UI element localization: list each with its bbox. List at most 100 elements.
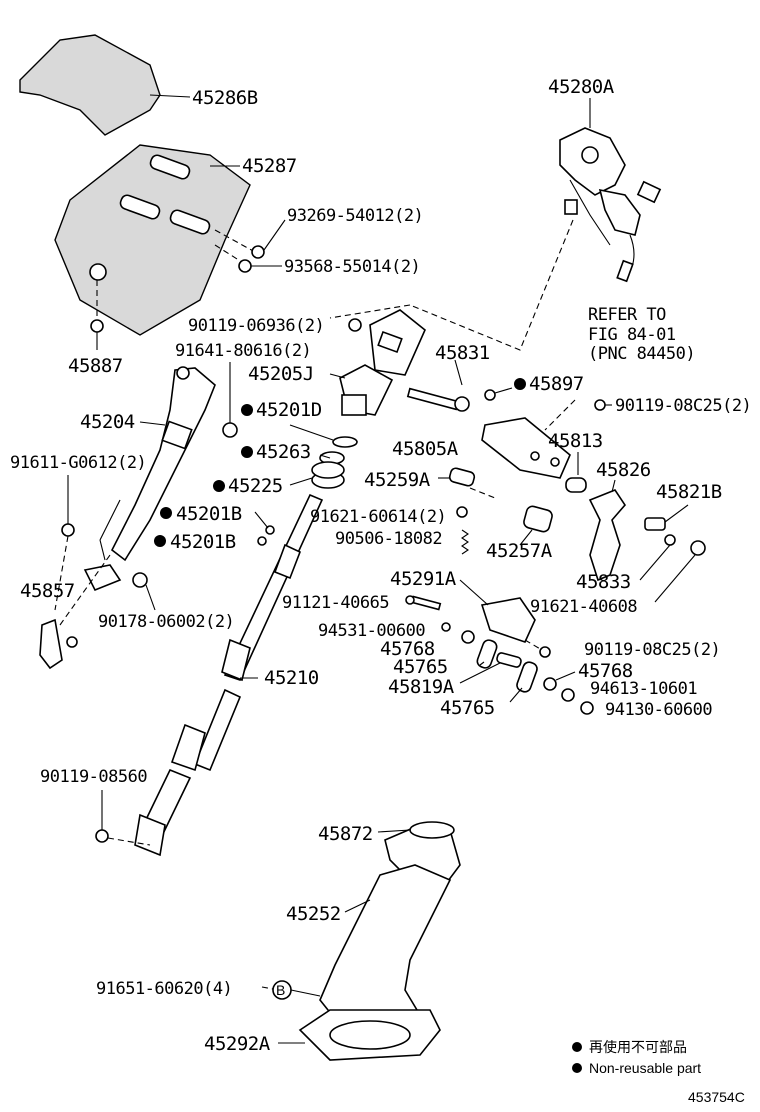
column-cover-upper: [19, 34, 191, 136]
bolt-45831: [406, 359, 470, 412]
link-45765-a: [476, 639, 498, 669]
spring-45821B: [644, 504, 689, 531]
key-cylinder-housing: [329, 309, 426, 416]
label-45210: 45210: [264, 667, 319, 689]
label-45768-b: 45768: [578, 660, 633, 682]
label-45201D: 45201D: [256, 399, 322, 421]
legend-text-en: Non-reusable part: [589, 1060, 701, 1076]
label-45831: 45831: [435, 342, 490, 364]
bushing-45768-b: [543, 671, 576, 691]
washer-94531: [441, 622, 451, 632]
label-45292A: 45292A: [204, 1033, 271, 1055]
label-91611: 91611-G0612(2): [10, 453, 146, 473]
label-90178: 90178-06002(2): [98, 612, 234, 632]
washer-45201D: [289, 424, 358, 448]
nonreusable-dot-45897: [514, 378, 526, 390]
label-91621-40608: 91621-40608: [530, 597, 637, 617]
label-91641: 91641-80616(2): [175, 341, 311, 361]
refer-line-2: FIG 84-01: [588, 325, 676, 345]
pin-45813: [565, 452, 587, 493]
label-90506: 90506-18082: [335, 529, 442, 549]
nut-90178: [132, 572, 156, 611]
nonreusable-dot-45201B-a: [160, 507, 172, 519]
bracket-45857: [39, 554, 111, 670]
nonreusable-dot-45225: [213, 480, 225, 492]
label-45872: 45872: [318, 823, 373, 845]
lever-45826: [588, 479, 627, 582]
boot-45252: [319, 864, 452, 1026]
ignition-switch-assembly: [559, 98, 662, 283]
label-90119-06936: 90119-06936(2): [188, 316, 324, 336]
label-45259A: 45259A: [364, 469, 431, 491]
nonreusable-dot-45263: [241, 446, 253, 458]
bushing-45257A: [519, 505, 553, 546]
nut-45897: [484, 387, 513, 401]
nut-94130: [580, 701, 594, 715]
label-45765-b: 45765: [440, 697, 495, 719]
screw-91651: B: [261, 980, 321, 1000]
label-45897: 45897: [529, 373, 584, 395]
label-45826: 45826: [596, 459, 651, 481]
legend-dot-en: [572, 1063, 582, 1073]
clip-45887: [90, 319, 104, 350]
steering-shaft-45210: [134, 493, 324, 857]
label-90119-08C25-a: 90119-08C25(2): [615, 396, 751, 416]
label-90119-08560: 90119-08560: [40, 767, 147, 787]
label-45287: 45287: [242, 155, 297, 177]
label-93568: 93568-55014(2): [284, 257, 420, 277]
label-90119-08C25-b: 90119-08C25(2): [584, 640, 720, 660]
clip-45201B-a: [254, 511, 275, 535]
label-93269: 93269-54012(2): [287, 206, 423, 226]
bolt-90119-08560: [95, 790, 151, 846]
refer-line-3: (PNC 84450): [588, 344, 695, 364]
label-45819A: 45819A: [388, 676, 455, 698]
label-91621-60614: 91621-60614(2): [310, 507, 446, 527]
figure-code: 453754C: [688, 1089, 745, 1105]
label-45291A: 45291A: [390, 568, 457, 590]
bolt-45833: [639, 534, 676, 581]
screw-93568: [238, 259, 282, 273]
bolt-90119-06936: [348, 318, 362, 332]
legend-dot-jp: [572, 1042, 582, 1052]
spring-90506: [456, 506, 469, 555]
bolt-91121: [405, 595, 442, 611]
column-cover-lower: [54, 144, 256, 336]
bracket-45805A: [481, 417, 571, 479]
bushing-45768-a: [461, 630, 475, 644]
label-45257A: 45257A: [486, 540, 553, 562]
nonreusable-dot-45201D: [241, 404, 253, 416]
bolt-91641: [222, 362, 238, 438]
label-91121: 91121-40665: [282, 593, 389, 613]
label-45805A: 45805A: [392, 438, 459, 460]
label-91651: 91651-60620(4): [96, 979, 232, 999]
label-45821B: 45821B: [656, 481, 722, 503]
label-45225: 45225: [228, 475, 283, 497]
label-45857: 45857: [20, 580, 75, 602]
legend-text-jp: 再使用不可部品: [589, 1039, 687, 1055]
label-45201B-b: 45201B: [170, 531, 236, 553]
bolt-90119-08C25-b: [524, 639, 551, 658]
label-45205J: 45205J: [248, 363, 314, 385]
label-45263: 45263: [256, 441, 311, 463]
link-45765-b: [509, 661, 538, 703]
plate-45292A: [278, 1009, 441, 1061]
pin-45819A: [459, 652, 522, 684]
circle-b-letter: B: [276, 982, 285, 998]
label-45252: 45252: [286, 903, 341, 925]
label-45286B: 45286B: [192, 87, 258, 109]
label-45833: 45833: [576, 571, 631, 593]
label-45887: 45887: [68, 355, 123, 377]
washer-94613: [561, 688, 575, 702]
label-94130: 94130-60600: [605, 700, 712, 720]
label-45768-a: 45768: [380, 638, 435, 660]
clip-45201B-b: [257, 536, 267, 546]
bearing-45225: [289, 461, 345, 489]
bolt-90119-08C25-a: [594, 399, 612, 411]
label-94531: 94531-00600: [318, 621, 425, 641]
label-45813: 45813: [548, 430, 603, 452]
label-45280A: 45280A: [548, 76, 615, 98]
screw-93269: [251, 219, 286, 259]
bolt-91611: [54, 475, 75, 611]
